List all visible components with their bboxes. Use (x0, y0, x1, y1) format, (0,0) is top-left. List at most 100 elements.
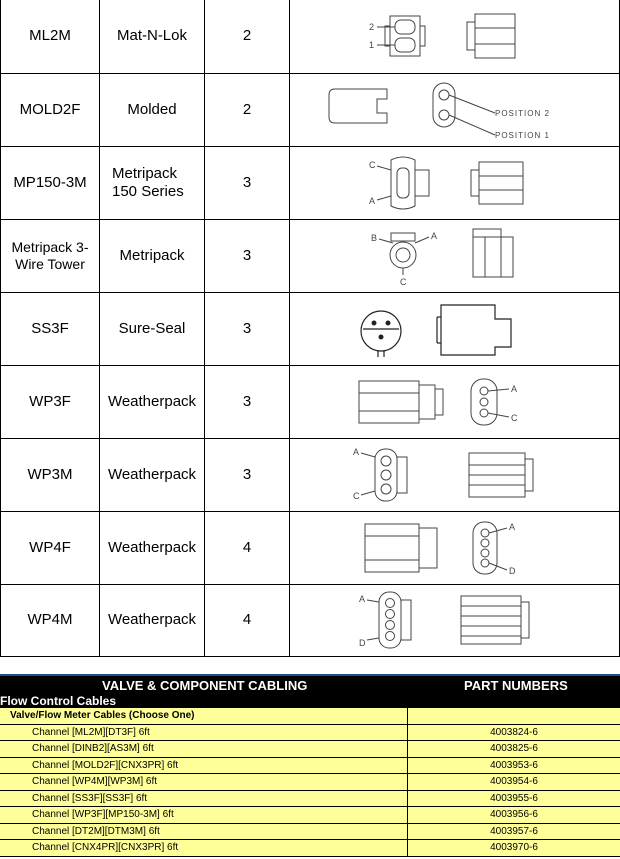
pin-label: A (369, 196, 375, 206)
connector-code: MOLD2F (0, 72, 100, 147)
connector-type: Sure-Seal (99, 291, 205, 366)
part-number: 4003956-6 (408, 807, 620, 824)
pin-label: A (353, 447, 359, 457)
wp3m-connector-drawing: A C (353, 447, 533, 501)
cabling-header: VALVE & COMPONENT CABLING PART NUMBERS F… (0, 674, 620, 708)
cable-row: Channel [ML2M][DT3F] 6ft 4003824-6 (0, 724, 620, 741)
pin-label: A (359, 594, 365, 604)
connector-type: Weatherpack (99, 510, 205, 585)
connector-pins: 4 (204, 510, 290, 585)
mp150-connector-drawing: C A (369, 156, 523, 209)
connector-row: WP3M Weatherpack 3 A (0, 437, 620, 512)
cable-description: Channel [WP3F][MP150-3M] 6ft (0, 807, 408, 824)
cable-row: Channel [CNX4PR][CNX3PR] 6ft 4003970-6 (0, 840, 620, 857)
position-label: POSITION 1 (495, 131, 550, 140)
cable-description: Channel [WP4M][WP3M] 6ft (0, 774, 408, 791)
connector-drawing-cell: A D (289, 510, 620, 585)
connector-drawing-cell: POSITION 2 POSITION 1 (289, 72, 620, 147)
cable-row: Channel [MOLD2F][CNX3PR] 6ft 4003953-6 (0, 757, 620, 774)
connector-pins: 2 (204, 0, 290, 74)
part-number: 4003955-6 (408, 791, 620, 807)
ss3f-connector-drawing (359, 303, 512, 357)
part-number: 4003957-6 (408, 824, 620, 840)
cable-row: Channel [SS3F][SS3F] 6ft 4003955-6 (0, 790, 620, 807)
connector-type: Mat-N-Lok (99, 0, 205, 74)
pin-label: 1 (369, 40, 374, 50)
cable-description: Channel [DT2M][DTM3M] 6ft (0, 823, 408, 840)
connector-type: Weatherpack (99, 364, 205, 439)
connector-pins: 3 (204, 437, 290, 512)
connector-type: Weatherpack (99, 583, 205, 657)
connector-row: WP4M Weatherpack 4 (0, 583, 620, 657)
connector-pins: 3 (204, 291, 290, 366)
connector-row: WP4F Weatherpack 4 A D (0, 510, 620, 585)
mold2f-connector-drawing: POSITION 2 POSITION 1 (328, 82, 550, 140)
connector-type: Metripack 150 Series (99, 145, 205, 220)
connector-drawing-cell: 2 1 (289, 0, 620, 74)
connector-pins: 3 (204, 145, 290, 220)
pin-label: C (511, 413, 518, 423)
connector-row: MP150-3M Metripack 150 Series 3 C A (0, 145, 620, 220)
connector-row: MOLD2F Molded 2 POSITION 2 POSITION 1 (0, 72, 620, 147)
connector-pins: 3 (204, 364, 290, 439)
cable-group-row: Valve/Flow Meter Cables (Choose One) (0, 708, 620, 725)
connector-code: MP150-3M (0, 145, 100, 220)
section-title: Flow Control Cables (0, 694, 117, 708)
connector-type: Molded (99, 72, 205, 147)
connector-code: WP3M (0, 437, 100, 512)
pin-label: C (353, 491, 360, 501)
part-number: 4003953-6 (408, 758, 620, 774)
part-number: 4003954-6 (408, 774, 620, 791)
pin-label: C (369, 160, 376, 170)
connector-drawing-cell: B A C (289, 218, 620, 293)
connector-row: Metripack 3-Wire Tower Metripack 3 B (0, 218, 620, 293)
connector-code: WP3F (0, 364, 100, 439)
wp4f-connector-drawing: A D (364, 521, 516, 576)
cabling-table: VALVE & COMPONENT CABLING PART NUMBERS F… (0, 674, 620, 857)
cable-description: Channel [ML2M][DT3F] 6ft (0, 724, 408, 741)
cable-description: Channel [DINB2][AS3M] 6ft (0, 741, 408, 758)
cable-row: Channel [DT2M][DTM3M] 6ft 4003957-6 (0, 823, 620, 840)
pin-label: D (509, 566, 516, 576)
connector-code: ML2M (0, 0, 100, 74)
cable-description: Channel [MOLD2F][CNX3PR] 6ft (0, 757, 408, 774)
part-number: 4003825-6 (408, 741, 620, 758)
pin-label: 2 (369, 22, 374, 32)
connector-code: WP4M (0, 583, 100, 657)
pin-label: D (359, 638, 366, 648)
connector-type: Metripack (99, 218, 205, 293)
connector-code: Metripack 3-Wire Tower (0, 218, 100, 293)
connector-row: ML2M Mat-N-Lok 2 2 1 (0, 0, 620, 74)
pin-label: A (509, 522, 515, 532)
empty-part-cell (408, 708, 620, 725)
wp3f-connector-drawing: A C (358, 378, 518, 425)
part-number: 4003970-6 (408, 840, 620, 857)
connector-type: Weatherpack (99, 437, 205, 512)
connector-row: WP3F Weatherpack 3 A C (0, 364, 620, 439)
connector-code: SS3F (0, 291, 100, 366)
cable-description: Channel [CNX4PR][CNX3PR] 6ft (0, 840, 408, 857)
connector-drawing-cell: A C (289, 364, 620, 439)
cable-group-label: Valve/Flow Meter Cables (Choose One) (0, 708, 408, 725)
connector-table: ML2M Mat-N-Lok 2 2 1 (0, 0, 620, 657)
cable-row: Channel [DINB2][AS3M] 6ft 4003825-6 (0, 741, 620, 758)
ml2m-connector-drawing: 2 1 (369, 13, 515, 59)
cabling-title: VALVE & COMPONENT CABLING (102, 678, 308, 693)
connector-drawing-cell: A D (289, 583, 620, 657)
connector-drawing-cell: C A (289, 145, 620, 220)
part-number: 4003824-6 (408, 725, 620, 741)
position-label: POSITION 2 (495, 109, 550, 118)
cable-row: Channel [WP4M][WP3M] 6ft 4003954-6 (0, 774, 620, 791)
connector-pins: 4 (204, 583, 290, 657)
connector-drawing-cell: A C (289, 437, 620, 512)
connector-code: WP4F (0, 510, 100, 585)
pin-label: C (400, 277, 407, 287)
wp4m-connector-drawing: A D (359, 591, 529, 649)
connector-pins: 3 (204, 218, 290, 293)
pin-label: A (431, 231, 437, 241)
cable-row: Channel [WP3F][MP150-3M] 6ft 4003956-6 (0, 807, 620, 824)
pin-label: A (511, 384, 517, 394)
connector-pins: 2 (204, 72, 290, 147)
part-numbers-header: PART NUMBERS (464, 678, 568, 693)
pin-label: B (371, 233, 377, 243)
